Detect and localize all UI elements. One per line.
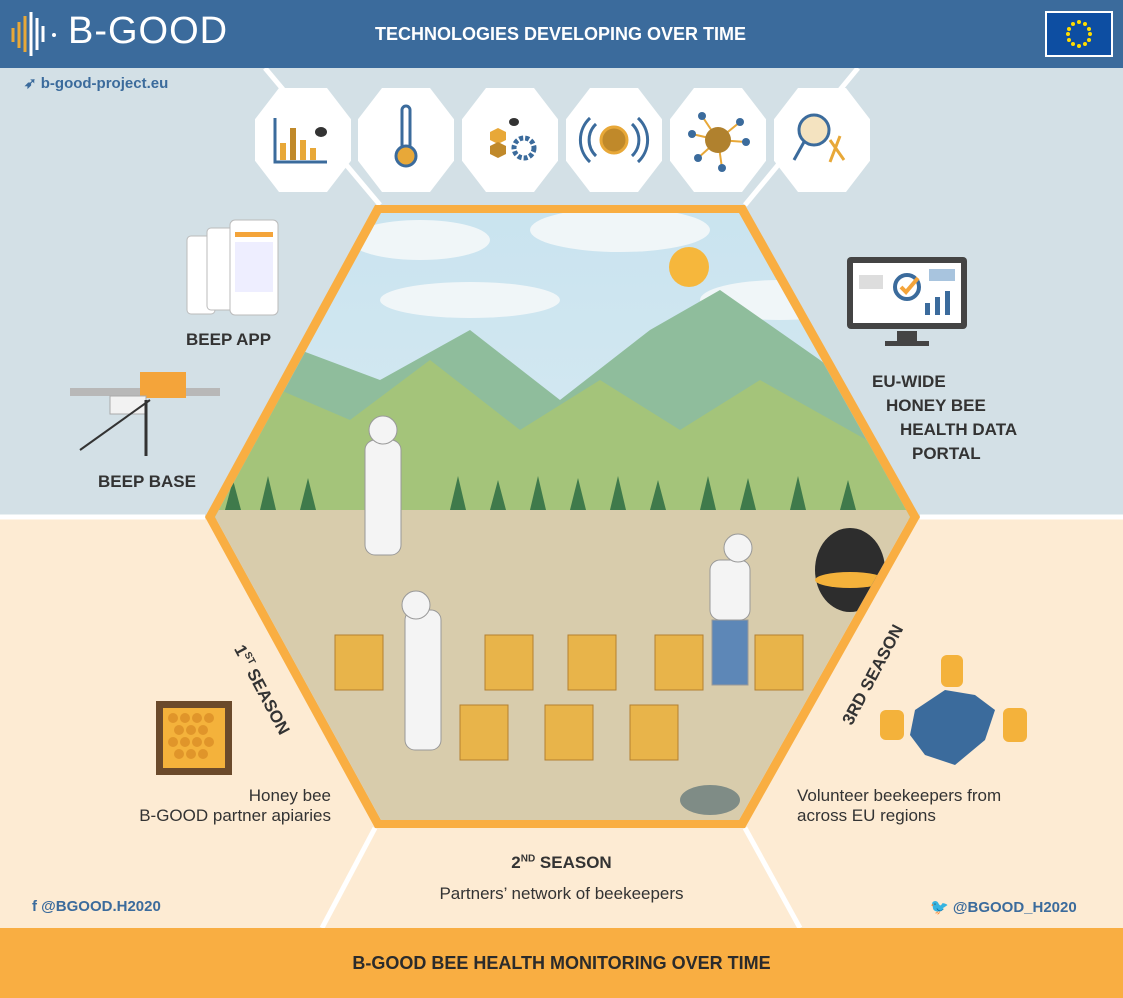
beehives	[334, 634, 804, 761]
season-number: 2	[511, 853, 521, 872]
third-season-desc-line2: across EU regions	[797, 806, 936, 825]
b-good-logo-icon	[11, 12, 56, 56]
first-season-desc-line1: Honey bee	[248, 786, 331, 805]
season-ordinal: ND	[520, 853, 536, 865]
honeycomb-frame-icon	[156, 701, 232, 775]
website-link[interactable]: ➶ b-good-project.eu	[24, 75, 169, 92]
portal-label-line1: EU-WIDE	[872, 372, 946, 391]
third-season-desc-line1: Volunteer beekeepers from	[797, 786, 1002, 805]
beep-app-phones-icon	[186, 219, 279, 316]
season-word: SEASON	[535, 853, 612, 872]
beekeepers	[364, 415, 753, 751]
twitter-icon: 🐦	[930, 899, 949, 916]
footer-title: B-GOOD BEE HEALTH MONITORING OVER TIME	[352, 953, 771, 973]
third-season-description: Volunteer beekeepers from across EU regi…	[797, 786, 1001, 826]
second-season-description: Partners’ network of beekeepers	[439, 884, 684, 903]
beep-base-device-icon	[70, 372, 220, 456]
footer-bar	[0, 928, 1123, 998]
honeycomb-gear-icon	[462, 88, 558, 192]
eu-flag-icon	[1045, 11, 1113, 57]
first-season-description: Honey bee B-GOOD partner apiaries	[139, 786, 331, 826]
data-analysis-icon	[255, 88, 351, 192]
large-bee	[815, 528, 885, 612]
header-bar	[0, 0, 1123, 68]
beep-app-label: BEEP APP	[186, 330, 272, 349]
portal-label-line2: HONEY BEE	[886, 396, 986, 415]
virus-icon	[670, 88, 766, 192]
facebook-link[interactable]: f @BGOOD.H2020	[32, 898, 161, 915]
first-season-desc-line2: B-GOOD partner apiaries	[139, 806, 331, 825]
portal-label-line3: HEALTH DATA	[900, 420, 1018, 439]
second-season-title: 2ND SEASON	[0, 853, 1123, 873]
rocket-icon: ➶	[24, 75, 37, 92]
portal-label-line4: PORTAL	[912, 444, 981, 463]
europe-map-hands-icon	[880, 655, 1027, 765]
beep-base-label: BEEP BASE	[98, 472, 196, 491]
header-title: TECHNOLOGIES DEVELOPING OVER TIME	[375, 24, 747, 44]
facebook-icon: f	[32, 898, 37, 915]
sensor-signal-icon	[566, 88, 662, 192]
data-portal-monitor-icon	[847, 257, 967, 346]
twitter-link[interactable]: 🐦 @BGOOD_H2020	[930, 899, 1077, 916]
sun	[669, 247, 709, 287]
dna-magnifier-icon	[774, 88, 870, 192]
logo-text: B-GOOD	[68, 10, 229, 52]
thermometer-icon	[358, 88, 454, 192]
